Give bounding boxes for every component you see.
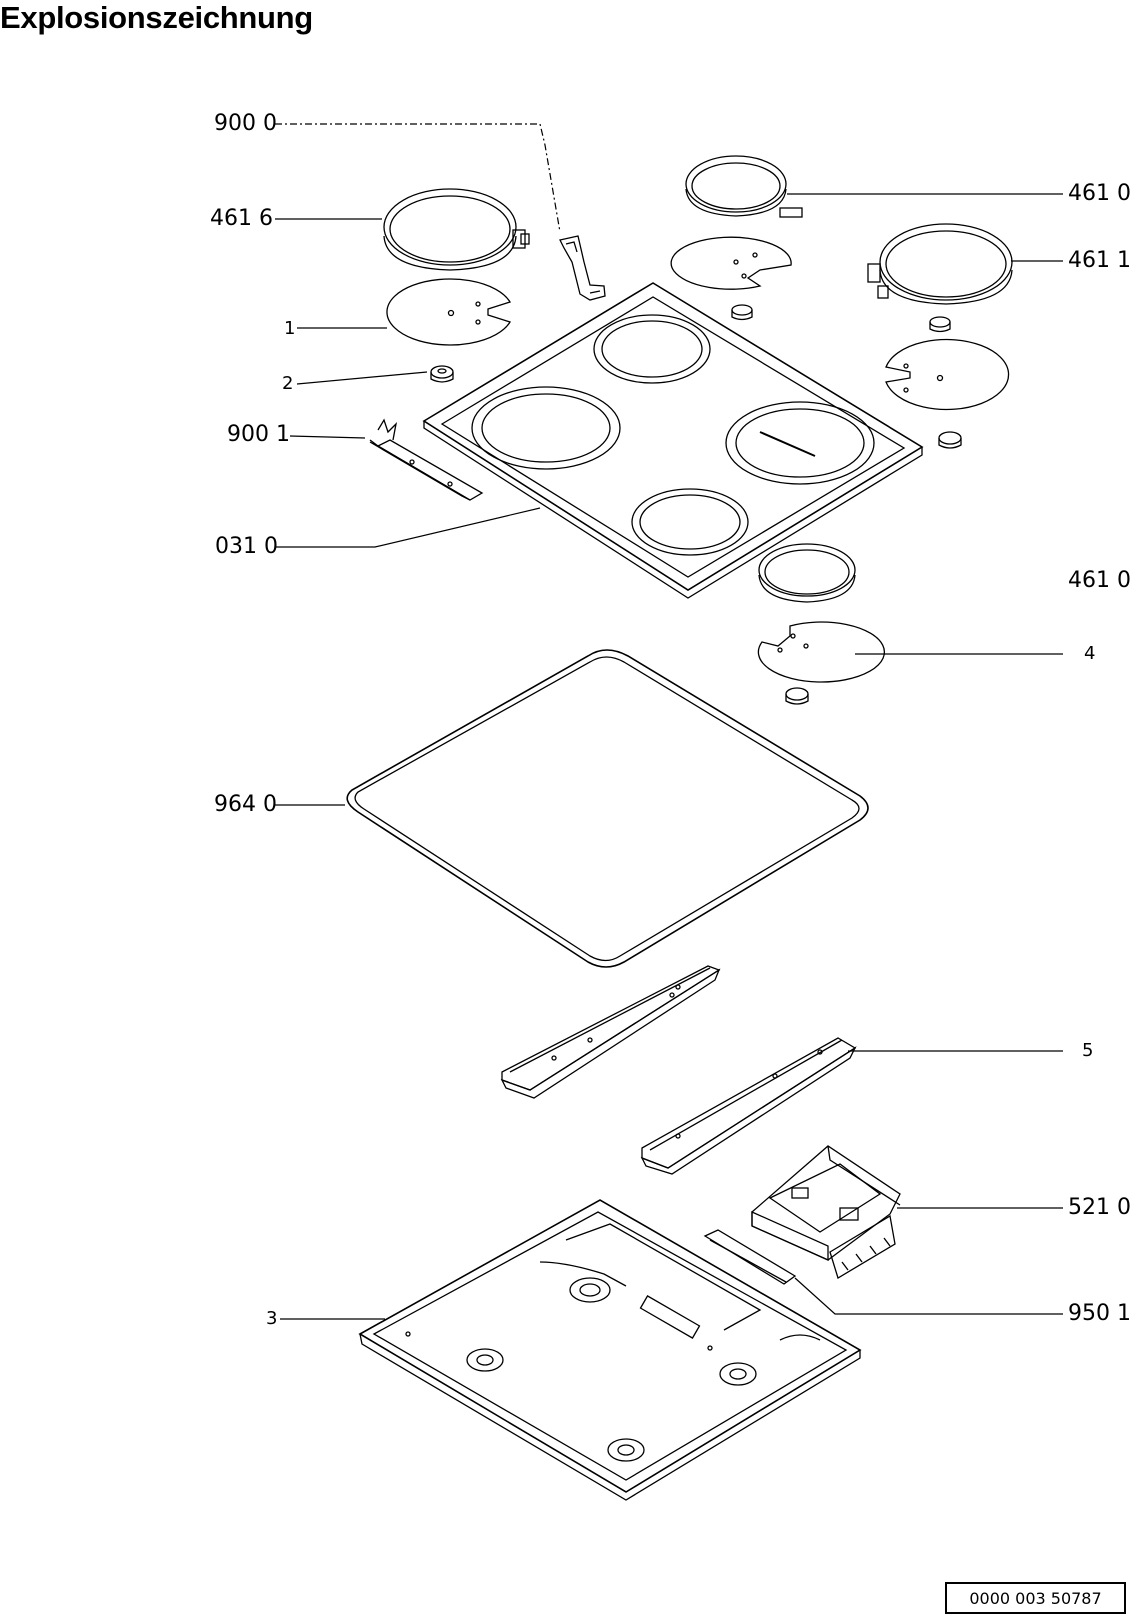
leader-900-1 [289, 435, 366, 439]
callout-461-0-mid: 461 0 [1068, 568, 1131, 593]
hotplate-461-1 [867, 223, 1013, 305]
callout-3: 3 [266, 1308, 278, 1329]
gasket-964-0 [346, 649, 869, 968]
callout-031-0: 031 0 [215, 534, 278, 559]
callout-900-1: 900 1 [227, 422, 290, 447]
callout-1: 1 [284, 318, 296, 339]
callout-964-0: 964 0 [214, 792, 277, 817]
callout-461-0-top: 461 0 [1068, 181, 1131, 206]
nut-top-right [731, 304, 753, 321]
hob-frame-031-0 [422, 282, 924, 599]
bottom-tray-3 [358, 1199, 862, 1501]
callout-2: 2 [282, 373, 294, 394]
reflector-4 [757, 621, 886, 683]
leader-950-1 [794, 1277, 1063, 1315]
page-title: Explosionszeichnung [0, 0, 313, 35]
leader-2 [296, 371, 428, 385]
callout-4: 4 [1084, 643, 1096, 664]
reflector-right [885, 338, 1010, 411]
strip-950-1 [703, 1229, 797, 1285]
callout-461-1: 461 1 [1068, 248, 1131, 273]
bracket-900-1 [369, 418, 484, 501]
nut-right [929, 316, 951, 333]
leader-031-0 [275, 507, 541, 548]
hotplate-461-6 [383, 188, 530, 271]
callout-900-0: 900 0 [214, 111, 277, 136]
leader-900-0 [275, 123, 561, 233]
rail-upper [500, 965, 721, 1099]
rail-5 [640, 1037, 857, 1175]
nut-2 [430, 365, 454, 383]
document-number: 0000 003 50787 [945, 1582, 1126, 1614]
reflector-1 [386, 278, 511, 346]
hotplate-461-0-lower [758, 543, 856, 603]
leader-lines [275, 123, 1063, 1320]
bracket-900-0 [559, 235, 606, 301]
callout-950-1: 950 1 [1068, 1301, 1131, 1326]
hotplate-461-0-top [685, 155, 803, 218]
callout-5: 5 [1082, 1040, 1094, 1061]
nut-4 [785, 687, 809, 705]
control-box-521-0 [751, 1145, 901, 1279]
reflector-top-right [670, 236, 792, 290]
callout-461-6: 461 6 [210, 206, 273, 231]
nut-right-lower [938, 431, 962, 449]
callout-521-0: 521 0 [1068, 1195, 1131, 1220]
